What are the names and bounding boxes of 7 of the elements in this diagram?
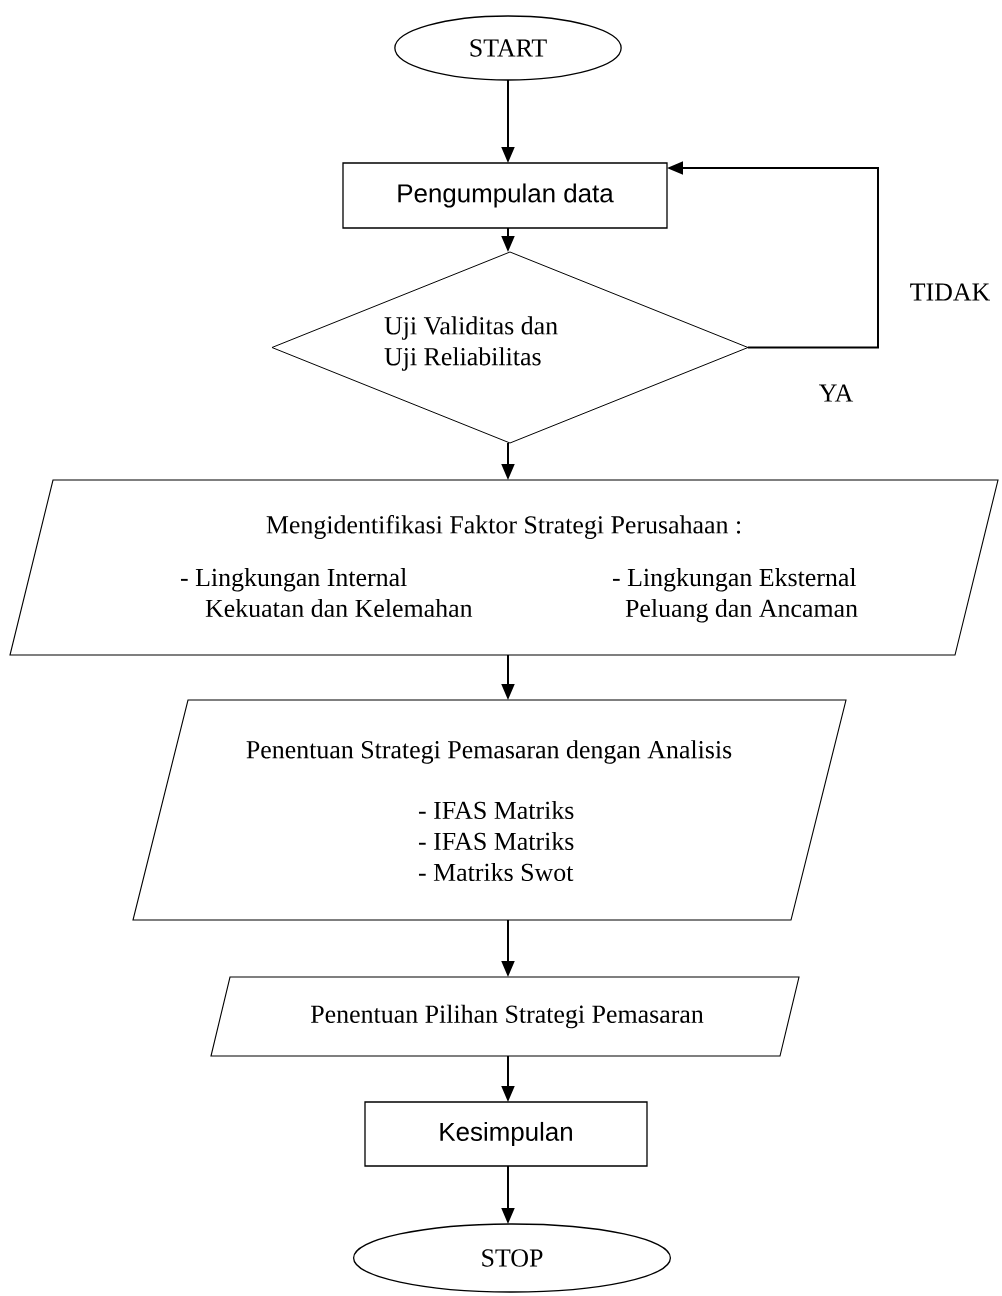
data-parallelogram: Mengidentifikasi Faktor Strategi Perusahaan : - Lingkungan Internal Kekuatan dan Kelemahan - Lingkungan Eksternal Peluang dan Ancaman xyxy=(9,479,999,656)
process-box: Pengumpulan data xyxy=(342,162,668,229)
process-box: Kesimpulan xyxy=(364,1101,648,1167)
branch-label: TIDAK xyxy=(910,283,990,301)
data-parallelogram: Penentuan Strategi Pemasaran dengan Analisis - IFAS Matriks - IFAS Matriks - Matriks Swot xyxy=(132,699,847,921)
data-parallelogram: Penentuan Pilihan Strategi Pemasaran xyxy=(210,976,800,1057)
branch-label: YA xyxy=(819,384,854,402)
